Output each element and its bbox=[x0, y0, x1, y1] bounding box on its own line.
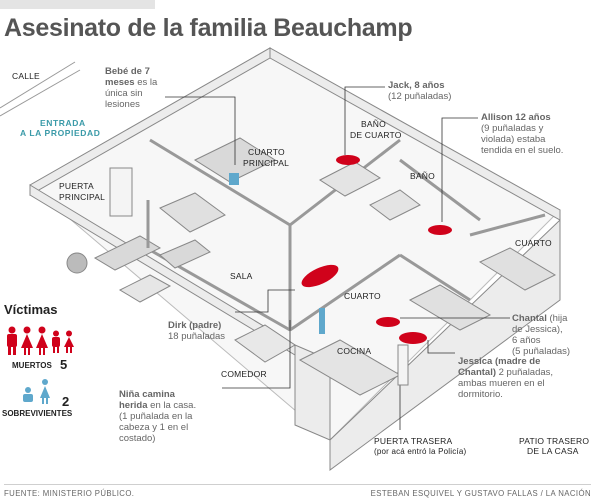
footer-credit: ESTEBAN ESQUIVEL Y GUSTAVO FALLAS / LA N… bbox=[370, 489, 591, 498]
label-puerta-trasera-1: PUERTA TRASERA bbox=[374, 436, 453, 446]
label-entrada-1: ENTRADA bbox=[40, 118, 86, 128]
label-bano-cuarto-2: DE CUARTO bbox=[350, 130, 402, 140]
survivor-icons bbox=[23, 379, 50, 404]
victim-icon bbox=[7, 326, 17, 355]
victim-icon bbox=[36, 326, 48, 355]
victim-icon bbox=[52, 330, 60, 353]
baby-icon bbox=[23, 387, 33, 402]
page-title: Asesinato de la familia Beauchamp bbox=[4, 14, 413, 42]
footer-source: FUENTE: MINISTERIO PÚBLICO. bbox=[4, 489, 135, 498]
footer-divider bbox=[4, 484, 591, 485]
label-bano-cuarto-1: BAÑO bbox=[361, 119, 386, 129]
top-accent-bar bbox=[0, 0, 155, 9]
annotation-jack: Jack, 8 años (12 puñaladas) bbox=[388, 80, 452, 102]
label-cuarto-principal-2: PRINCIPAL bbox=[243, 158, 290, 168]
label-cocina: COCINA bbox=[337, 346, 372, 356]
label-bano: BAÑO bbox=[410, 171, 435, 181]
annotation-jessica: Jessica (madre de Chantal) 2 puñaladas, … bbox=[458, 356, 554, 400]
label-cuarto-right: CUARTO bbox=[515, 238, 552, 248]
annotation-dirk: Dirk (padre) 18 puñaladas bbox=[168, 320, 226, 342]
victim-icon bbox=[64, 330, 74, 353]
annotation-bebe: Bebé de 7 meses es la única sin lesiones bbox=[105, 66, 158, 110]
dead-victims-icons bbox=[7, 326, 74, 355]
label-puerta-principal-2: PRINCIPAL bbox=[59, 192, 106, 202]
annotation-chantal: Chantal (hija de Jessica), 6 años (5 puñ… bbox=[512, 313, 571, 357]
label-patio-1: PATIO TRASERO bbox=[519, 436, 590, 446]
annotation-nina: Niña camina herida en la casa. (1 puñala… bbox=[119, 389, 197, 444]
label-puerta-principal-1: PUERTA bbox=[59, 181, 94, 191]
dead-count: 5 bbox=[60, 357, 68, 372]
survivors-label: SOBREVIVIENTES bbox=[2, 409, 73, 418]
annotation-allison: Allison 12 años (9 puñaladas y violada) … bbox=[481, 112, 564, 156]
label-cuarto-mid: CUARTO bbox=[344, 291, 381, 301]
victim-icon bbox=[21, 326, 33, 355]
label-patio-2: DE LA CASA bbox=[527, 446, 579, 456]
victims-title: Víctimas bbox=[4, 302, 58, 317]
girl-icon bbox=[40, 379, 50, 404]
label-calle: CALLE bbox=[12, 71, 40, 81]
label-cuarto-principal-1: CUARTO bbox=[248, 147, 285, 157]
label-puerta-trasera-2: (por acá entró la Policía) bbox=[374, 447, 467, 456]
label-comedor: COMEDOR bbox=[221, 369, 267, 379]
label-entrada-2: A LA PROPIEDAD bbox=[20, 128, 101, 138]
survivors-count: 2 bbox=[62, 394, 70, 409]
dead-label: MUERTOS bbox=[12, 361, 52, 370]
label-sala: SALA bbox=[230, 271, 253, 281]
